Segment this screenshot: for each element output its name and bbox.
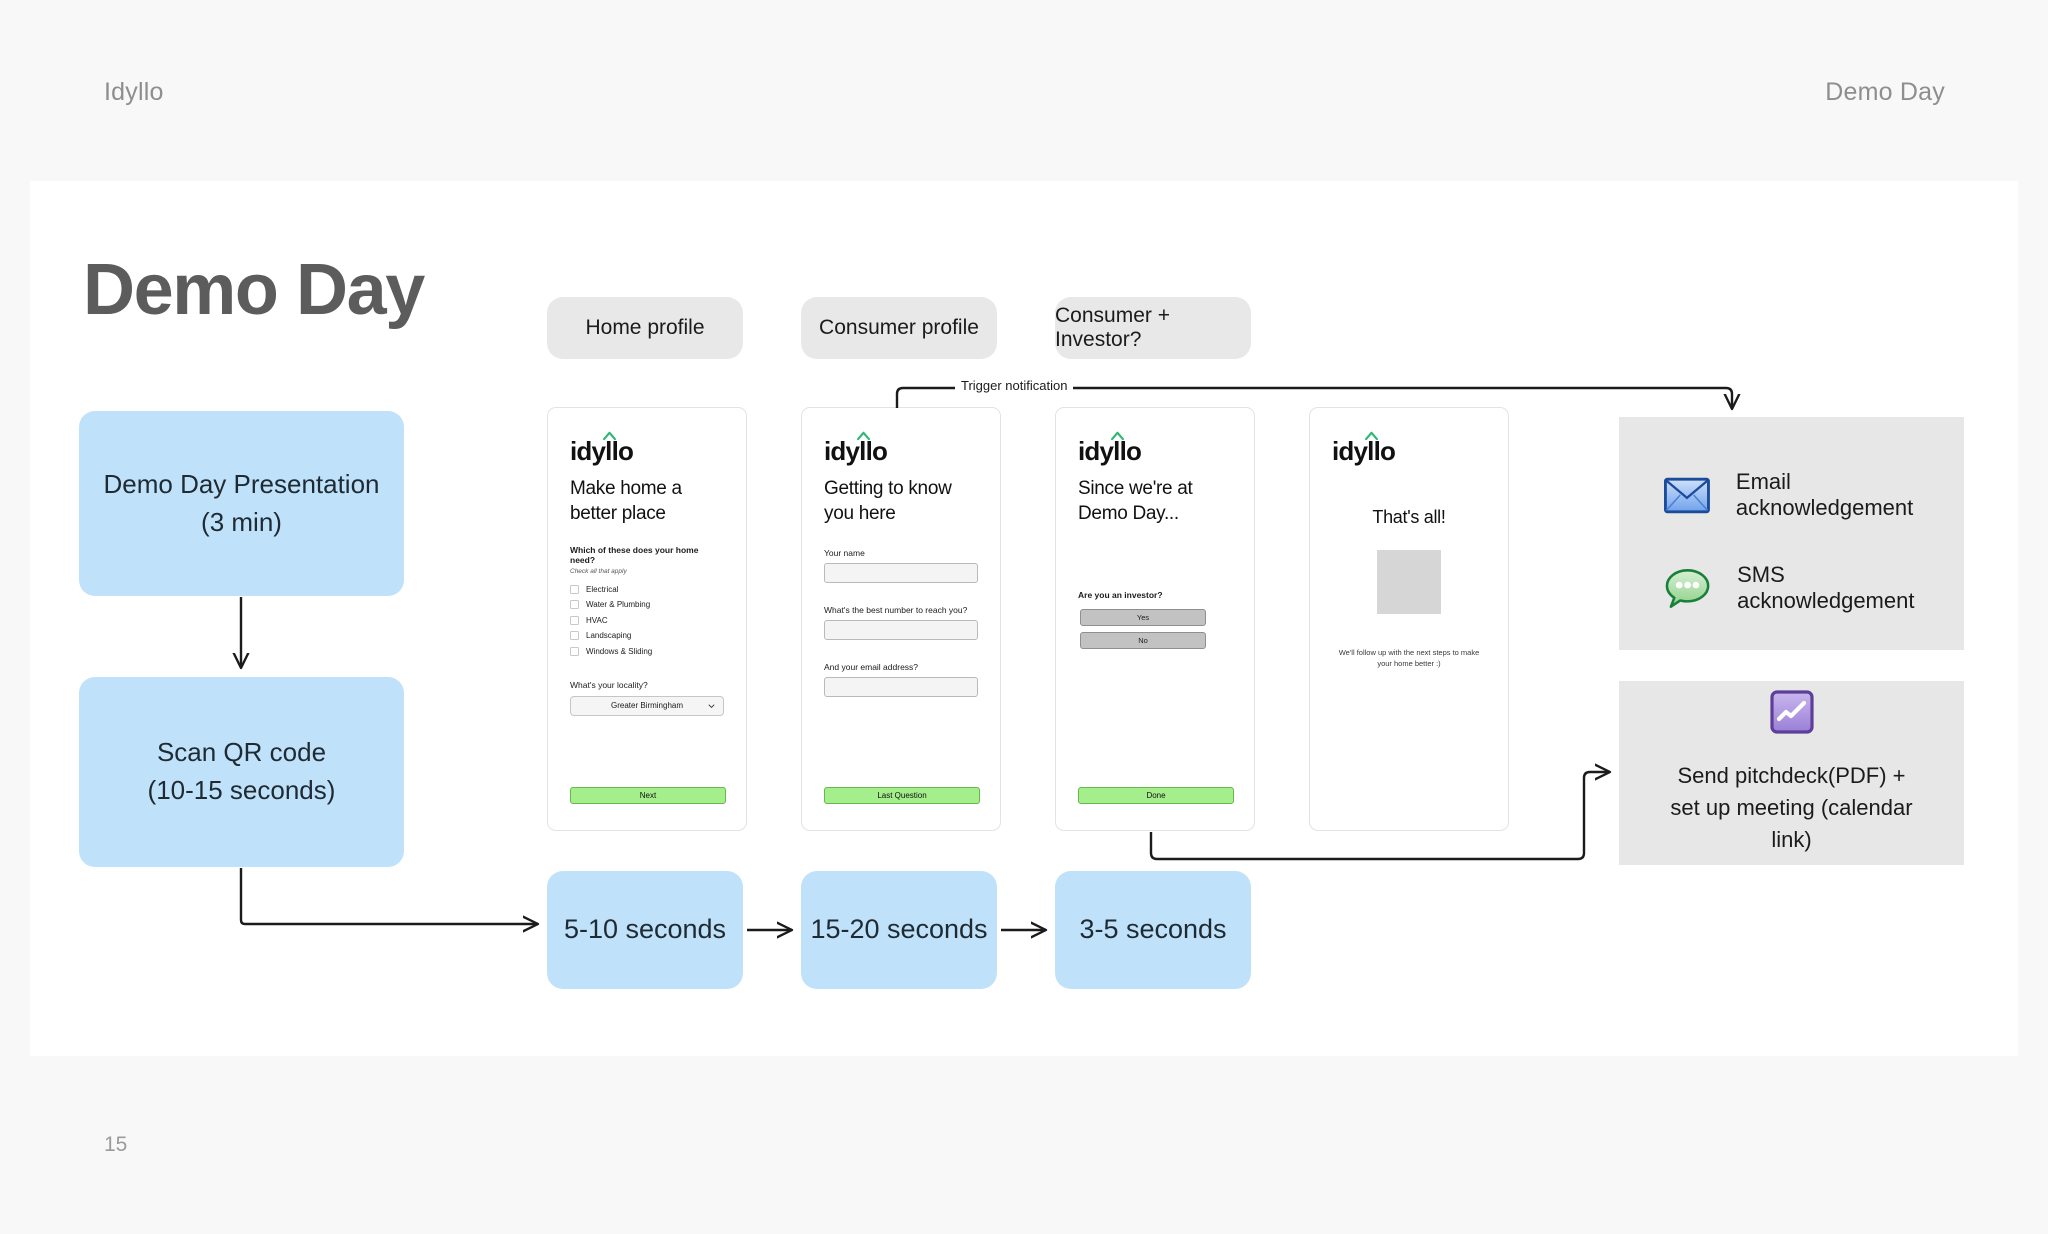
question-label: Which of these does your home need? — [570, 545, 699, 566]
checkbox-row[interactable]: Landscaping — [570, 631, 724, 641]
option-no-button[interactable]: No — [1080, 632, 1206, 650]
logo-text: idyllo — [824, 436, 888, 466]
field-group: Your name — [824, 548, 978, 584]
acknowledgement-label: Email acknowledgement — [1735, 469, 1914, 520]
last-question-button[interactable]: Last Question — [824, 787, 980, 804]
checkbox-label: Windows & Sliding — [586, 646, 653, 656]
field-group: What's the best number to reach you? — [824, 605, 978, 641]
flow-box-scan-qr: Scan QR code (10-15 seconds) — [79, 677, 404, 867]
timing-label: 15-20 seconds — [810, 914, 988, 945]
pitchdeck-panel: Send pitchdeck(PDF) + set up meeting (ca… — [1619, 681, 1964, 865]
acknowledgement-row-email: Email acknowledgement — [1664, 469, 1964, 521]
roof-accent-icon — [857, 431, 870, 440]
connector-label-trigger: Trigger notification — [955, 378, 1074, 393]
stage-label-consumer-investor: Consumer + Investor? — [1055, 297, 1251, 359]
field-group: And your email address? — [824, 662, 978, 698]
idyllo-logo: idyllo — [570, 431, 634, 466]
stage-label-home-profile: Home profile — [547, 297, 743, 359]
stage-label-consumer-profile: Consumer profile — [801, 297, 997, 359]
idyllo-logo: idyllo — [1332, 431, 1396, 466]
checkbox-list: Electrical Water & Plumbing HVAC Landsca… — [570, 584, 724, 656]
phone-heading: Since we're at Demo Day... — [1078, 478, 1193, 524]
checkbox-icon[interactable] — [570, 615, 579, 625]
chat-bubble-icon — [1665, 569, 1710, 608]
checkbox-icon[interactable] — [570, 600, 579, 610]
chevron-down-icon — [708, 704, 715, 708]
flow-box-line1: Demo Day Presentation — [103, 468, 380, 499]
timing-box-3: 3-5 seconds — [1055, 871, 1251, 989]
flow-box-line1: Scan QR code — [156, 737, 327, 768]
pitchdeck-line1: Send pitchdeck(PDF) + set — [1670, 763, 1906, 821]
locality-select[interactable]: Greater Birmingham — [570, 695, 724, 716]
phone-mockup-thats-all: idyllo That's all! We'll follow up with … — [1309, 407, 1509, 831]
envelope-icon — [1664, 477, 1710, 513]
question-sublabel: Check all that apply — [570, 567, 627, 575]
locality-value: Greater Birmingham — [610, 701, 684, 711]
field-label: Your name — [824, 548, 865, 559]
done-button[interactable]: Done — [1078, 787, 1234, 804]
page-number: 15 — [104, 1133, 128, 1156]
acknowledgement-label: SMS acknowledgement — [1737, 562, 1915, 613]
acknowledgement-row-sms: SMS acknowledgement — [1664, 562, 1964, 614]
brand-label: Idyllo — [104, 78, 164, 106]
checkbox-icon[interactable] — [570, 584, 579, 594]
investor-options: Yes No — [1078, 609, 1232, 650]
phone-heading: That's all! — [1372, 507, 1446, 527]
phone-mockup-investor: idyllo Since we're at Demo Day... Are yo… — [1055, 407, 1255, 831]
acknowledgement-panel: Email acknowledgement SMS acknowledgemen… — [1619, 417, 1964, 650]
checkbox-label: Electrical — [586, 584, 619, 594]
timing-box-2: 15-20 seconds — [801, 871, 997, 989]
stage-label-text: Consumer + Investor? — [1055, 304, 1170, 351]
logo-text: idyllo — [1078, 436, 1142, 466]
roof-accent-icon — [1365, 431, 1378, 440]
investor-question-label: Are you an investor? — [1078, 590, 1163, 601]
timing-label: 5-10 seconds — [563, 914, 727, 945]
checkbox-row[interactable]: HVAC — [570, 615, 724, 625]
timing-label: 3-5 seconds — [1079, 914, 1227, 945]
flow-box-line2: (10-15 seconds) — [147, 775, 336, 805]
phone-mockup-consumer-profile: idyllo Getting to know you here Your nam… — [801, 407, 1001, 831]
idyllo-logo: idyllo — [1078, 431, 1142, 466]
roof-accent-icon — [1111, 431, 1124, 440]
checkbox-row[interactable]: Electrical — [570, 584, 724, 594]
email-input[interactable] — [824, 677, 978, 698]
stage-label-text: Home profile — [585, 316, 705, 339]
timing-box-1: 5-10 seconds — [547, 871, 743, 989]
checkbox-row[interactable]: Windows & Sliding — [570, 646, 724, 656]
pitchdeck-text: Send pitchdeck(PDF) + set up meeting (ca… — [1662, 760, 1922, 856]
page-title: Demo Day — [83, 250, 425, 330]
field-label: What's the best number to reach you? — [824, 605, 968, 616]
logo-text: idyllo — [1332, 436, 1396, 466]
name-input[interactable] — [824, 563, 978, 584]
field-label: And your email address? — [824, 662, 919, 673]
stage-label-text: Consumer profile — [819, 316, 979, 339]
roof-accent-icon — [603, 431, 616, 440]
locality-label: What's your locality? — [570, 679, 648, 690]
deck-title-label: Demo Day — [1825, 78, 1945, 106]
followup-text: We'll follow up with the next steps to m… — [1338, 648, 1480, 668]
checkbox-label: Landscaping — [586, 631, 632, 641]
phone-heading: Make home a better place — [570, 478, 682, 524]
option-yes-button[interactable]: Yes — [1080, 609, 1206, 627]
phone-input[interactable] — [824, 620, 978, 641]
checkbox-icon[interactable] — [570, 646, 579, 656]
qr-code-placeholder — [1377, 550, 1441, 614]
checkbox-row[interactable]: Water & Plumbing — [570, 600, 724, 610]
logo-text: idyllo — [570, 436, 634, 466]
flow-box-presentation: Demo Day Presentation (3 min) — [79, 411, 404, 596]
checkbox-label: Water & Plumbing — [586, 600, 651, 610]
phone-mockup-home-profile: idyllo Make home a better place Which of… — [547, 407, 747, 831]
checkbox-label: HVAC — [586, 615, 608, 625]
pitchdeck-line2: up meeting (calendar link) — [1705, 795, 1913, 852]
idyllo-logo: idyllo — [824, 431, 888, 466]
chart-icon — [1769, 690, 1814, 734]
phone-heading: Getting to know you here — [824, 478, 952, 524]
next-button[interactable]: Next — [570, 787, 726, 804]
flow-box-line2: (3 min) — [201, 506, 282, 537]
checkbox-icon[interactable] — [570, 631, 579, 641]
